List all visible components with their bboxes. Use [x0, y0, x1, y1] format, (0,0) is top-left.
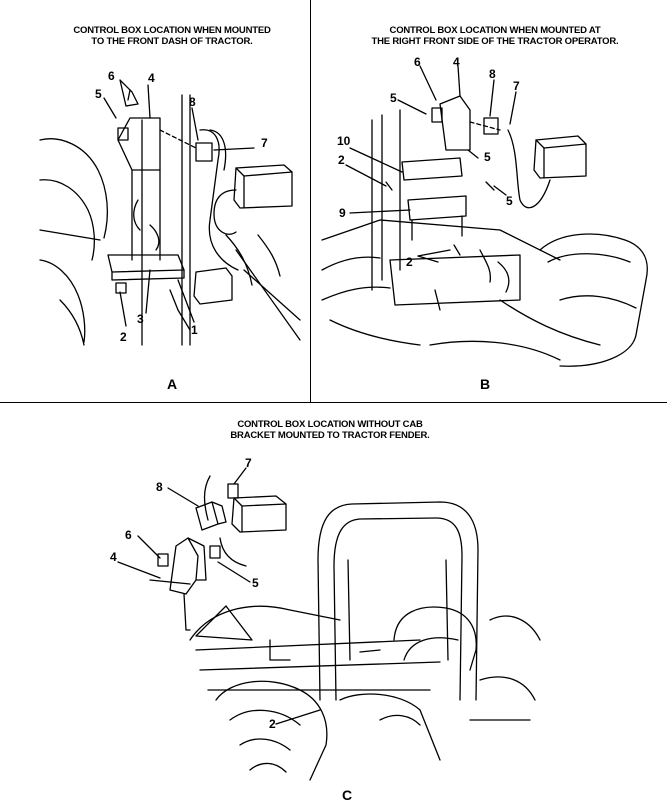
panel-a-illustration: [40, 80, 300, 345]
panel-b-caption-line2: THE RIGHT FRONT SIDE OF THE TRACTOR OPER…: [371, 36, 619, 47]
panel-b-letter: B: [480, 376, 491, 392]
callout-c-6: 6: [125, 528, 132, 542]
callout-c-4: 4: [110, 550, 117, 564]
callout-a-4: 4: [148, 71, 155, 85]
callout-b-2-lower: 2: [406, 255, 413, 269]
callout-b-5-lower: 5: [506, 194, 513, 208]
callout-b-10: 10: [337, 134, 351, 148]
panel-c-letter: C: [342, 787, 353, 803]
panel-b-caption-line1: CONTROL BOX LOCATION WHEN MOUNTED AT: [389, 25, 601, 36]
callout-b-5-right: 5: [484, 150, 491, 164]
horizontal-divider: [0, 402, 667, 403]
panel-a-caption-line1: CONTROL BOX LOCATION WHEN MOUNTED: [73, 25, 271, 36]
panel-a-letter: A: [167, 376, 178, 392]
vertical-divider: [310, 0, 311, 402]
panel-a-caption-line2: TO THE FRONT DASH OF TRACTOR.: [91, 36, 253, 47]
callout-a-8: 8: [189, 95, 196, 109]
panel-c-illustration: [118, 468, 540, 780]
panel-b-caption: CONTROL BOX LOCATION WHEN MOUNTED AT THE…: [340, 25, 650, 47]
panel-c-caption: CONTROL BOX LOCATION WITHOUT CAB BRACKET…: [190, 419, 470, 441]
callout-c-2: 2: [269, 717, 276, 731]
callout-a-3: 3: [137, 312, 144, 326]
callout-a-7: 7: [261, 136, 268, 150]
callout-b-5-top: 5: [390, 91, 397, 105]
callout-a-2: 2: [120, 330, 127, 344]
callout-a-6: 6: [108, 69, 115, 83]
callout-b-7: 7: [513, 79, 520, 93]
callout-c-7: 7: [245, 456, 252, 470]
callout-b-8: 8: [489, 67, 496, 81]
callout-b-6: 6: [414, 55, 421, 69]
callout-b-9: 9: [339, 206, 346, 220]
panel-c-caption-line2: BRACKET MOUNTED TO TRACTOR FENDER.: [230, 430, 430, 441]
callout-b-4: 4: [453, 55, 460, 69]
panel-b-illustration: [322, 66, 647, 366]
callout-a-5: 5: [95, 87, 102, 101]
panel-c-caption-line1: CONTROL BOX LOCATION WITHOUT CAB: [237, 419, 423, 430]
callout-a-1: 1: [191, 323, 198, 337]
callout-b-2-upper: 2: [338, 153, 345, 167]
panel-a-caption: CONTROL BOX LOCATION WHEN MOUNTED TO THE…: [44, 25, 300, 47]
callout-c-8: 8: [156, 480, 163, 494]
callout-c-5: 5: [252, 576, 259, 590]
